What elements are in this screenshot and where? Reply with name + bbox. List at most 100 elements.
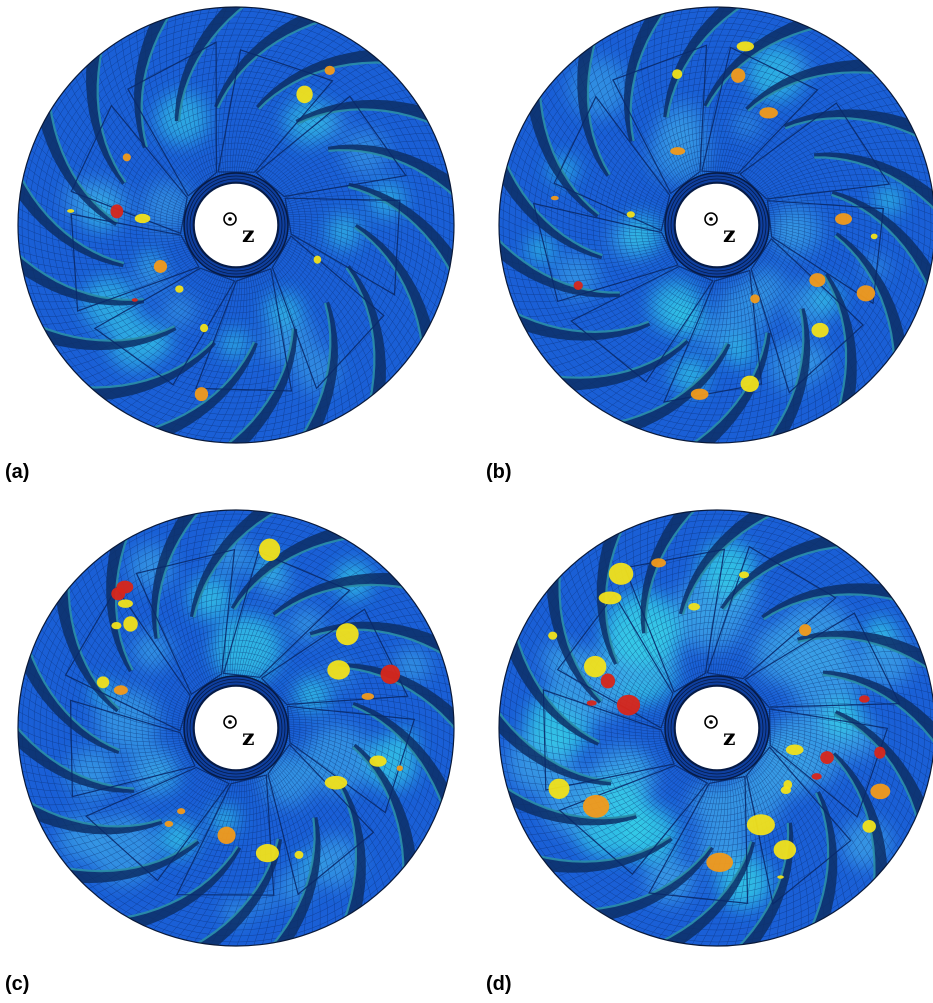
vane-outline	[85, 766, 230, 882]
blade	[60, 839, 200, 884]
hub	[664, 675, 770, 781]
axis-label-z: z	[723, 222, 736, 248]
stress-hotspots	[67, 65, 335, 402]
vane-outline	[570, 265, 714, 383]
vane-outline	[217, 49, 334, 173]
vane-outline	[648, 775, 749, 904]
blade-edge	[688, 332, 768, 443]
blade-edge	[83, 340, 214, 389]
blade	[761, 583, 903, 620]
z-axis-out-of-plane-icon: z	[223, 715, 255, 751]
vane-outline	[663, 269, 763, 403]
vane-outline	[744, 612, 901, 708]
blade	[18, 799, 163, 835]
blade	[531, 836, 673, 873]
vane-outline	[284, 197, 401, 296]
blade-edge	[514, 632, 600, 743]
vane-outline	[69, 699, 196, 798]
impeller-contour-a: z	[17, 6, 455, 444]
blade-edge	[347, 185, 454, 277]
blade-edge	[797, 636, 933, 673]
hub-bore	[674, 182, 760, 268]
blade	[339, 783, 366, 928]
blade-edge	[666, 7, 746, 118]
inner-vanes	[70, 41, 407, 392]
panel-b: z (b)	[486, 5, 933, 485]
blade-edge	[822, 673, 933, 750]
hub	[664, 172, 770, 278]
impeller-contour-c: z	[17, 509, 455, 947]
blade-edge	[831, 193, 931, 292]
disk-rim	[17, 6, 455, 444]
vane-outline	[706, 545, 837, 680]
blade	[309, 621, 454, 657]
blade	[499, 784, 637, 826]
blade-edge	[809, 792, 830, 931]
blade-edge	[558, 569, 603, 702]
vane-outline	[553, 95, 671, 232]
blade-edge	[268, 817, 316, 946]
vane-outline	[271, 235, 385, 390]
z-axis-out-of-plane-icon: z	[704, 715, 736, 751]
vane-outline	[745, 746, 852, 906]
hub-bore	[193, 182, 279, 268]
vane-outline	[612, 44, 708, 195]
vane-outline	[701, 46, 819, 174]
blade-edge	[538, 90, 600, 216]
blade-edge	[553, 338, 687, 379]
blade	[223, 328, 298, 443]
panel-label-c: (c)	[5, 973, 30, 995]
blade-edge	[222, 328, 295, 443]
panel-label-d: (d)	[486, 973, 512, 995]
impeller-contour-d: z	[498, 509, 933, 947]
vane-outline	[739, 102, 891, 200]
blade	[824, 273, 857, 416]
disk-rim	[498, 6, 933, 444]
stress-hotspots	[550, 41, 878, 400]
blade-edge	[614, 342, 728, 425]
panel-label-a: (a)	[5, 461, 30, 483]
blade-edge	[120, 845, 239, 920]
blade-edge	[503, 158, 603, 257]
blade-edge	[18, 250, 144, 301]
blade-edge	[823, 274, 848, 413]
blade-edge	[834, 713, 920, 824]
axis-label-z: z	[242, 725, 255, 751]
blade	[766, 308, 811, 443]
blade-edge	[274, 583, 410, 618]
panel-d: z (d)	[486, 508, 933, 998]
impeller-contour-b: z	[498, 6, 933, 444]
blade	[272, 572, 412, 617]
blade-edge	[784, 116, 923, 140]
blade	[295, 99, 440, 125]
blade-edge	[299, 302, 332, 439]
blade	[106, 528, 133, 673]
vane-outline	[260, 608, 409, 706]
blade-edge	[533, 835, 671, 863]
blade	[577, 34, 610, 177]
outer-blades	[499, 510, 933, 946]
disk-rim	[17, 509, 455, 947]
vane-outline	[768, 708, 889, 818]
vane-outline	[135, 548, 236, 696]
vane-outline	[255, 95, 407, 198]
vane-outline	[70, 104, 188, 235]
blade-edge	[499, 706, 612, 783]
z-axis-out-of-plane-icon: z	[704, 212, 736, 248]
blade-edge	[831, 754, 876, 887]
blade	[499, 235, 620, 298]
blade-edge	[337, 666, 454, 734]
blade	[346, 265, 386, 406]
hub	[183, 172, 289, 278]
stress-hotspots	[96, 538, 403, 863]
blade-edge	[36, 324, 176, 342]
vane-outline	[93, 267, 236, 386]
vane-outline	[267, 743, 375, 896]
blade-edge	[156, 510, 204, 639]
hub-bore	[193, 685, 279, 771]
blade	[810, 791, 838, 936]
axis-label-z: z	[242, 222, 255, 248]
blade-edge	[657, 841, 753, 944]
blade	[18, 723, 135, 793]
vane-outline	[766, 200, 885, 305]
